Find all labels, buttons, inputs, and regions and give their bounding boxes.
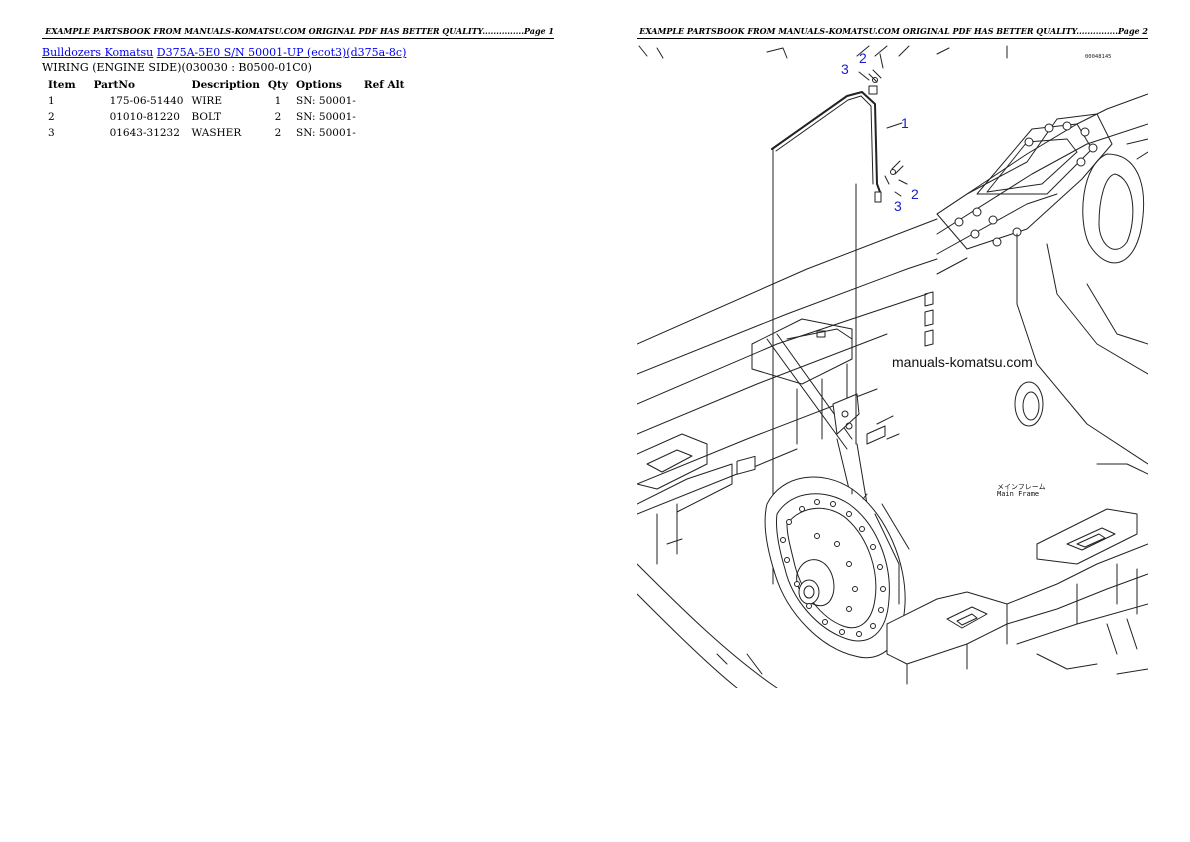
partno-cell: 01643-31232 xyxy=(109,127,180,139)
main-frame-label-en: Main Frame xyxy=(997,490,1039,498)
watermark-text: manuals-komatsu.com xyxy=(892,354,1033,370)
options-cell: SN: 50001- xyxy=(296,95,356,107)
model-link[interactable]: D375A-5E0 S/N 50001-UP (ecot3)(d375a-8c) xyxy=(156,46,407,59)
item-cell: 2 xyxy=(48,111,55,123)
refalt-cell xyxy=(360,125,409,141)
col-options-header: Options xyxy=(296,78,342,91)
qty-cell: 2 xyxy=(274,111,282,123)
callout-1: 1 xyxy=(901,115,909,131)
parts-table: Item PartNo Description Qty Options Ref … xyxy=(44,76,408,141)
options-cell: SN: 50001- xyxy=(296,111,356,123)
description-cell: WASHER xyxy=(191,127,242,139)
description-cell: BOLT xyxy=(191,111,222,123)
refalt-cell xyxy=(360,109,409,125)
options-cell: SN: 50001- xyxy=(296,127,356,139)
col-description-header: Description xyxy=(191,78,260,91)
table-row: 3 01643-31232 WASHER 2 SN: 50001- xyxy=(44,125,408,141)
table-row: 1 175-06-51440 WIRE 1 SN: 50001- xyxy=(44,93,408,109)
page-1-header: EXAMPLE PARTSBOOK FROM MANUALS-KOMATSU.C… xyxy=(42,26,554,39)
category-link[interactable]: Bulldozers Komatsu xyxy=(42,46,154,59)
breadcrumb: Bulldozers Komatsu D375A-5E0 S/N 50001-U… xyxy=(42,46,406,59)
col-partno-header: PartNo xyxy=(93,78,135,91)
item-cell: 3 xyxy=(48,127,55,139)
col-item-header: Item xyxy=(48,78,76,91)
qty-cell: 1 xyxy=(274,95,282,107)
main-frame-label-jp: メインフレーム xyxy=(997,483,1046,491)
item-cell: 1 xyxy=(48,95,55,107)
partno-cell: 01010-81220 xyxy=(109,111,180,123)
table-row: 2 01010-81220 BOLT 2 SN: 50001- xyxy=(44,109,408,125)
qty-cell: 2 xyxy=(274,127,282,139)
main-frame-drawing: 00048145 xyxy=(637,45,1148,688)
partno-cell: 175-06-51440 xyxy=(109,95,184,107)
table-header-row: Item PartNo Description Qty Options Ref … xyxy=(44,76,408,93)
callout-2-top: 2 xyxy=(859,50,867,66)
callout-2-mid: 2 xyxy=(911,186,919,202)
callout-3-mid: 3 xyxy=(894,198,902,214)
col-refalt-header: Ref Alt xyxy=(363,78,405,91)
description-cell: WIRE xyxy=(191,95,222,107)
section-title: WIRING (ENGINE SIDE)(030030 : B0500-01C0… xyxy=(42,61,312,74)
callout-3-top: 3 xyxy=(841,61,849,77)
parts-diagram: 00048145 xyxy=(637,44,1148,688)
drawing-code: 00048145 xyxy=(1085,54,1112,60)
page-2-header: EXAMPLE PARTSBOOK FROM MANUALS-KOMATSU.C… xyxy=(637,26,1148,39)
col-qty-header: Qty xyxy=(267,78,289,91)
refalt-cell xyxy=(360,93,409,109)
